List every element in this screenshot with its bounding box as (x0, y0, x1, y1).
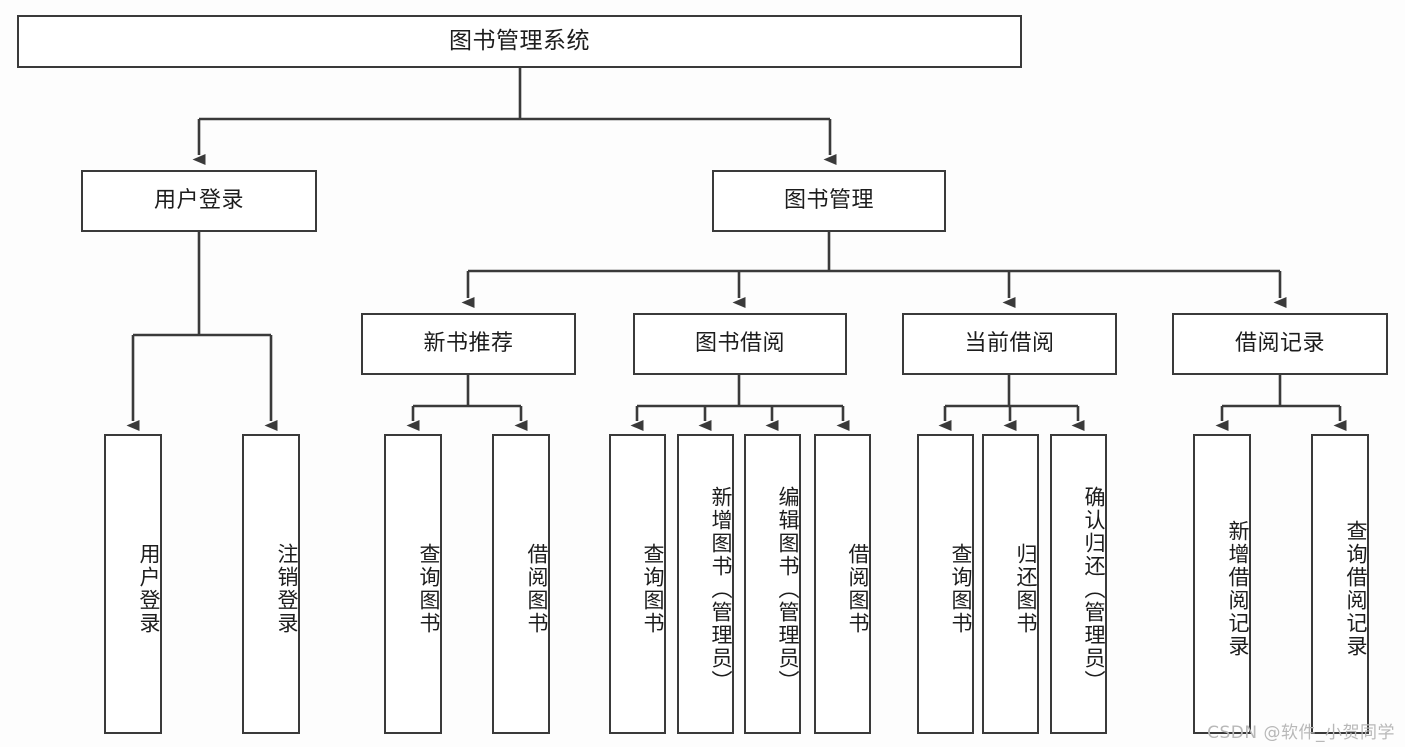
node-new-book-recommend[interactable]: 新书推荐 (361, 313, 576, 375)
node-book-borrow[interactable]: 图书借阅 (633, 313, 847, 375)
node-borrow-record[interactable]: 借阅记录 (1172, 313, 1388, 375)
node-current-borrow[interactable]: 当前借阅 (902, 313, 1117, 375)
node-user-login[interactable]: 用户登录 (81, 170, 317, 232)
csdn-watermark: CSDN @软件_小贺同学 (1207, 723, 1395, 743)
leaf-query-borrow-record[interactable]: 查询借阅记录 (1311, 434, 1369, 734)
leaf-add-book[interactable]: 新增图书（管理员） (677, 434, 734, 734)
leaf-borrow-book-recommend[interactable]: 借阅图书 (492, 434, 550, 734)
leaf-add-borrow-record[interactable]: 新增借阅记录 (1193, 434, 1251, 734)
leaf-borrow-book[interactable]: 借阅图书 (814, 434, 871, 734)
leaf-return-book[interactable]: 归还图书 (982, 434, 1039, 734)
leaf-query-book-borrow[interactable]: 查询图书 (609, 434, 666, 734)
leaf-logout[interactable]: 注销登录 (242, 434, 300, 734)
leaf-edit-book[interactable]: 编辑图书（管理员） (744, 434, 801, 734)
node-root[interactable]: 图书管理系统 (17, 15, 1022, 68)
leaf-query-book-recommend[interactable]: 查询图书 (384, 434, 442, 734)
leaf-user-login[interactable]: 用户登录 (104, 434, 162, 734)
node-book-manage[interactable]: 图书管理 (712, 170, 946, 232)
leaf-confirm-return[interactable]: 确认归还（管理员） (1050, 434, 1107, 734)
leaf-query-book-current[interactable]: 查询图书 (917, 434, 974, 734)
